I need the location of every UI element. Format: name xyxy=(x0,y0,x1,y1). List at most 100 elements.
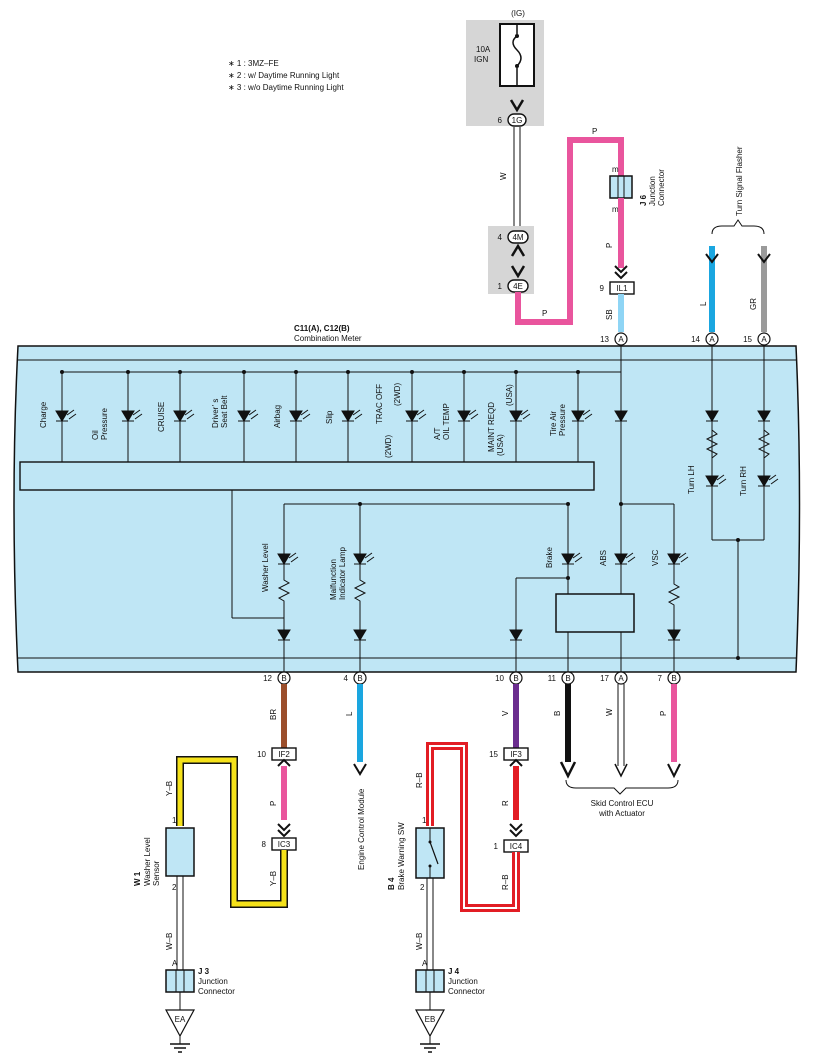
svg-text:IGN: IGN xyxy=(474,55,488,64)
svg-text:1: 1 xyxy=(494,842,499,851)
svg-text:P: P xyxy=(269,801,278,806)
svg-text:B: B xyxy=(281,674,286,683)
svg-text:1: 1 xyxy=(498,282,503,291)
svg-text:Connector: Connector xyxy=(657,169,666,206)
svg-text:(USA): (USA) xyxy=(496,434,505,456)
led-trac xyxy=(405,372,419,462)
svg-text:Turn Signal Flasher: Turn Signal Flasher xyxy=(735,146,744,216)
svg-text:1: 1 xyxy=(422,816,427,825)
wire-p-pink: P P xyxy=(515,127,624,325)
svg-text:∗ 3 : w/o Daytime Running Ligh: ∗ 3 : w/o Daytime Running Light xyxy=(228,83,344,92)
svg-text:P: P xyxy=(592,127,597,136)
wire-w-ig: W xyxy=(499,127,521,230)
svg-text:Connector: Connector xyxy=(198,987,235,996)
svg-text:Skid Control ECU: Skid Control ECU xyxy=(591,799,654,808)
svg-text:13: 13 xyxy=(600,335,609,344)
junction-j6: m m J 6 Junction Connector P IL1 9 SB xyxy=(600,165,666,332)
svg-text:8: 8 xyxy=(262,840,267,849)
combination-meter: C11(A), C12(B) Combination Meter xyxy=(13,324,801,673)
svg-text:Malfunction: Malfunction xyxy=(329,559,338,600)
svg-text:P: P xyxy=(659,711,668,716)
svg-text:12: 12 xyxy=(263,674,272,683)
svg-text:10: 10 xyxy=(257,750,266,759)
diode-sb xyxy=(614,410,628,422)
svg-text:Brake Warning SW: Brake Warning SW xyxy=(397,822,406,890)
lower-indicator-leds xyxy=(277,552,689,672)
svg-text:IL1: IL1 xyxy=(616,284,628,293)
svg-text:A: A xyxy=(761,335,767,344)
svg-text:W–B: W–B xyxy=(165,933,174,950)
svg-text:P: P xyxy=(542,309,547,318)
svg-text:A: A xyxy=(709,335,715,344)
brake-warning-switch: R–B R–B 1 2 B 4 Brake Warning SW W–B xyxy=(387,742,520,970)
svg-text:R–B: R–B xyxy=(415,772,424,788)
svg-text:Washer Level: Washer Level xyxy=(261,543,270,592)
svg-text:B 4: B 4 xyxy=(387,877,396,890)
svg-text:A/T: A/T xyxy=(433,427,442,440)
svg-text:(2WD): (2WD) xyxy=(393,383,402,406)
svg-text:J 6: J 6 xyxy=(639,194,648,206)
junction-j4: A J 4 Junction Connector EB xyxy=(414,959,485,1053)
label-turn-lh: Turn LH xyxy=(687,465,696,494)
svg-text:B: B xyxy=(553,711,562,716)
svg-text:6: 6 xyxy=(498,116,503,125)
svg-text:17: 17 xyxy=(600,674,609,683)
svg-text:4: 4 xyxy=(498,233,503,242)
fuse-ign: (IG) 10A IGN 1G 6 xyxy=(466,9,544,127)
svg-text:Washer Level: Washer Level xyxy=(143,837,152,886)
svg-text:EA: EA xyxy=(175,1015,186,1024)
svg-text:10: 10 xyxy=(495,674,504,683)
svg-text:2: 2 xyxy=(172,883,177,892)
svg-text:∗ 1 : 3MZ–FE: ∗ 1 : 3MZ–FE xyxy=(228,59,279,68)
svg-text:BR: BR xyxy=(269,709,278,720)
svg-text:14: 14 xyxy=(691,335,700,344)
svg-text:Junction: Junction xyxy=(198,977,228,986)
led-seatbelt xyxy=(237,372,251,462)
svg-text:A: A xyxy=(172,959,178,968)
svg-text:m: m xyxy=(612,205,619,214)
notes: ∗ 1 : 3MZ–FE ∗ 2 : w/ Daytime Running Li… xyxy=(228,59,344,92)
svg-text:VSC: VSC xyxy=(651,549,660,566)
label-turn-rh: Turn RH xyxy=(739,466,748,496)
svg-text:15: 15 xyxy=(489,750,498,759)
svg-text:2: 2 xyxy=(420,883,425,892)
svg-text:J 3: J 3 xyxy=(198,967,210,976)
svg-text:W: W xyxy=(499,172,508,180)
svg-text:Junction: Junction xyxy=(648,176,657,206)
svg-text:Indicator Lamp: Indicator Lamp xyxy=(338,547,347,600)
washer-level-sensor: Y–B Y–B 1 2 W 1 Washer Level Sensor W–B xyxy=(133,756,288,970)
svg-text:Junction: Junction xyxy=(448,977,478,986)
led-at-oil xyxy=(457,372,471,462)
svg-text:Combination Meter: Combination Meter xyxy=(294,334,362,343)
svg-text:Engine Control Module: Engine Control Module xyxy=(357,788,366,870)
svg-text:C11(A), C12(B): C11(A), C12(B) xyxy=(294,324,350,333)
svg-text:Charge: Charge xyxy=(39,401,48,428)
svg-text:Seat Belt: Seat Belt xyxy=(220,395,229,428)
svg-text:Tire Air: Tire Air xyxy=(549,411,558,436)
svg-text:L: L xyxy=(345,711,354,716)
upper-indicator-labels: Charge Oil Pressure CRUISE Driver’ s Sea… xyxy=(39,383,567,458)
svg-text:GR: GR xyxy=(749,298,758,310)
svg-text:J 4: J 4 xyxy=(448,967,460,976)
svg-text:Driver’ s: Driver’ s xyxy=(211,399,220,428)
svg-text:11: 11 xyxy=(548,674,557,683)
led-cruise xyxy=(173,372,187,462)
svg-text:∗ 2 : w/ Daytime Running Light: ∗ 2 : w/ Daytime Running Light xyxy=(228,71,340,80)
led-slip xyxy=(341,372,355,462)
meter-top-pins: A 13 A 14 A 15 xyxy=(600,332,771,346)
svg-text:(IG): (IG) xyxy=(511,9,525,18)
svg-text:B: B xyxy=(513,674,518,683)
svg-text:4E: 4E xyxy=(513,282,523,291)
svg-text:1G: 1G xyxy=(512,116,523,125)
led-charge xyxy=(55,372,69,462)
svg-text:Brake: Brake xyxy=(545,547,554,568)
svg-text:Pressure: Pressure xyxy=(100,407,109,440)
svg-text:V: V xyxy=(501,710,510,716)
svg-text:A: A xyxy=(422,959,428,968)
svg-text:4M: 4M xyxy=(512,233,523,242)
lower-indicator-labels: Washer Level Malfunction Indicator Lamp … xyxy=(261,543,660,600)
turn-signal-flasher: Turn Signal Flasher L GR xyxy=(699,146,771,332)
svg-text:L: L xyxy=(699,301,708,306)
svg-text:ABS: ABS xyxy=(599,550,608,566)
